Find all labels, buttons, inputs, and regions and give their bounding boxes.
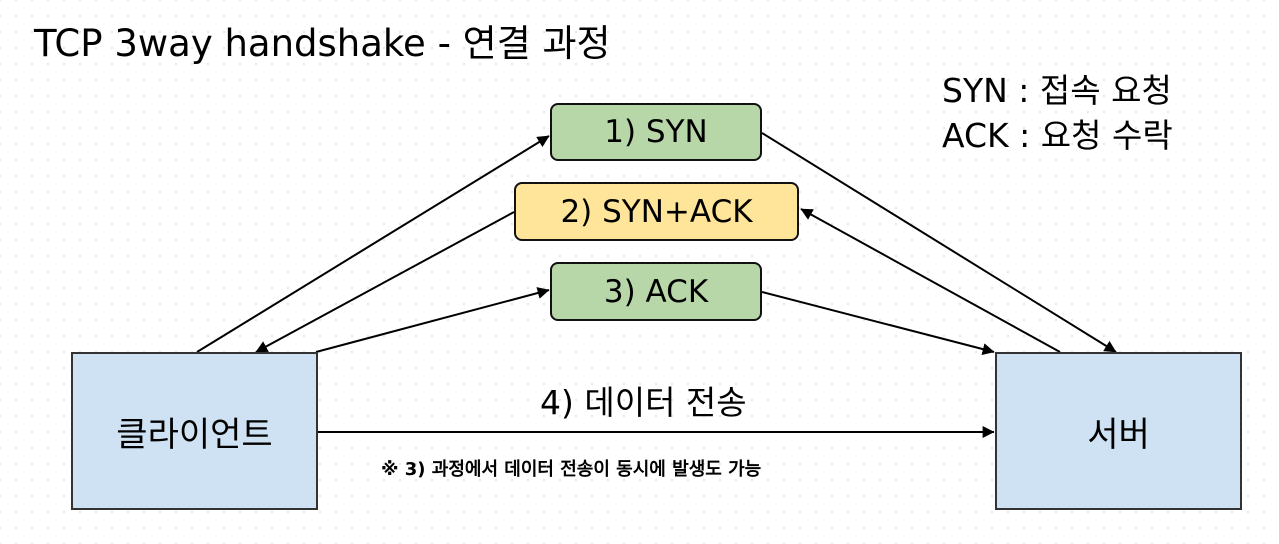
- arrow-ack-to-server: [761, 291, 995, 355]
- diagram-title: TCP 3way handshake - 연결 과정: [34, 22, 611, 65]
- server-node: 서버: [995, 352, 1242, 510]
- legend-syn: SYN : 접속 요청: [942, 71, 1172, 110]
- arrow-server-to-synack: [800, 208, 1061, 353]
- arrow-client-to-syn: [196, 135, 550, 353]
- synack-label: 2) SYN+ACK: [560, 193, 753, 230]
- arrow-client-to-ack: [315, 287, 550, 353]
- legend-ack: ACK : 요청 수락: [942, 116, 1173, 155]
- ack-label: 3) ACK: [603, 273, 709, 310]
- data-transfer-label: 4) 데이터 전송: [540, 383, 747, 422]
- server-label: 서버: [1087, 414, 1150, 455]
- arrow-syn-to-server: [761, 132, 1117, 353]
- client-node: 클라이언트: [71, 352, 318, 510]
- syn-message-box: 1) SYN: [550, 103, 762, 161]
- arrow-synack-to-client: [255, 211, 515, 353]
- synack-message-box: 2) SYN+ACK: [514, 182, 799, 241]
- legend: SYN : 접속 요청 ACK : 요청 수락: [942, 68, 1173, 158]
- client-label: 클라이언트: [116, 414, 273, 455]
- ack-message-box: 3) ACK: [550, 262, 762, 321]
- syn-label: 1) SYN: [604, 114, 708, 150]
- footnote: ※ 3) 과정에서 데이터 전송이 동시에 발생도 가능: [381, 459, 762, 480]
